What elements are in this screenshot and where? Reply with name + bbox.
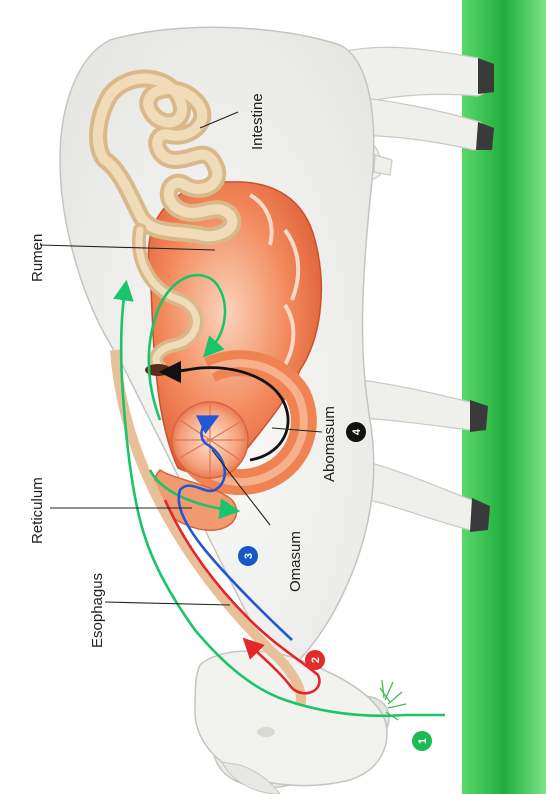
label-intestine: Intestine [249, 93, 266, 150]
esophagus-tube [110, 349, 306, 707]
step-badge-1-text: 1 [417, 738, 429, 744]
cow-legs [329, 46, 493, 531]
hooves [470, 58, 494, 532]
abomasum-organ [178, 350, 317, 496]
label-rumen: Rumen [29, 234, 46, 282]
step-badge-2-text: 2 [310, 657, 322, 663]
cow-eye [257, 727, 275, 737]
cow-ear [221, 761, 281, 794]
step-badge-4: 4 [346, 422, 366, 442]
label-omasum: Omasum [287, 531, 304, 592]
black-path [158, 360, 290, 462]
grass-tuft [379, 679, 407, 721]
step-badge-4-text: 4 [351, 428, 363, 435]
grass [462, 0, 546, 794]
green-path-in [113, 279, 445, 718]
green-path-rumen [147, 273, 227, 421]
step-badge-3-text: 3 [243, 553, 255, 559]
omasum-organ [171, 401, 249, 479]
label-esophagus: Esophagus [89, 573, 106, 648]
intestine-organ [89, 69, 242, 375]
leader-lines [39, 111, 323, 606]
blue-path [177, 415, 293, 641]
step-badge-3: 3 [238, 546, 258, 566]
step-badge-2: 2 [305, 650, 325, 670]
label-reticulum: Reticulum [29, 477, 46, 544]
label-abomasum: Abomasum [321, 406, 338, 482]
step-badge-1: 1 [412, 731, 432, 751]
red-path [163, 499, 321, 695]
